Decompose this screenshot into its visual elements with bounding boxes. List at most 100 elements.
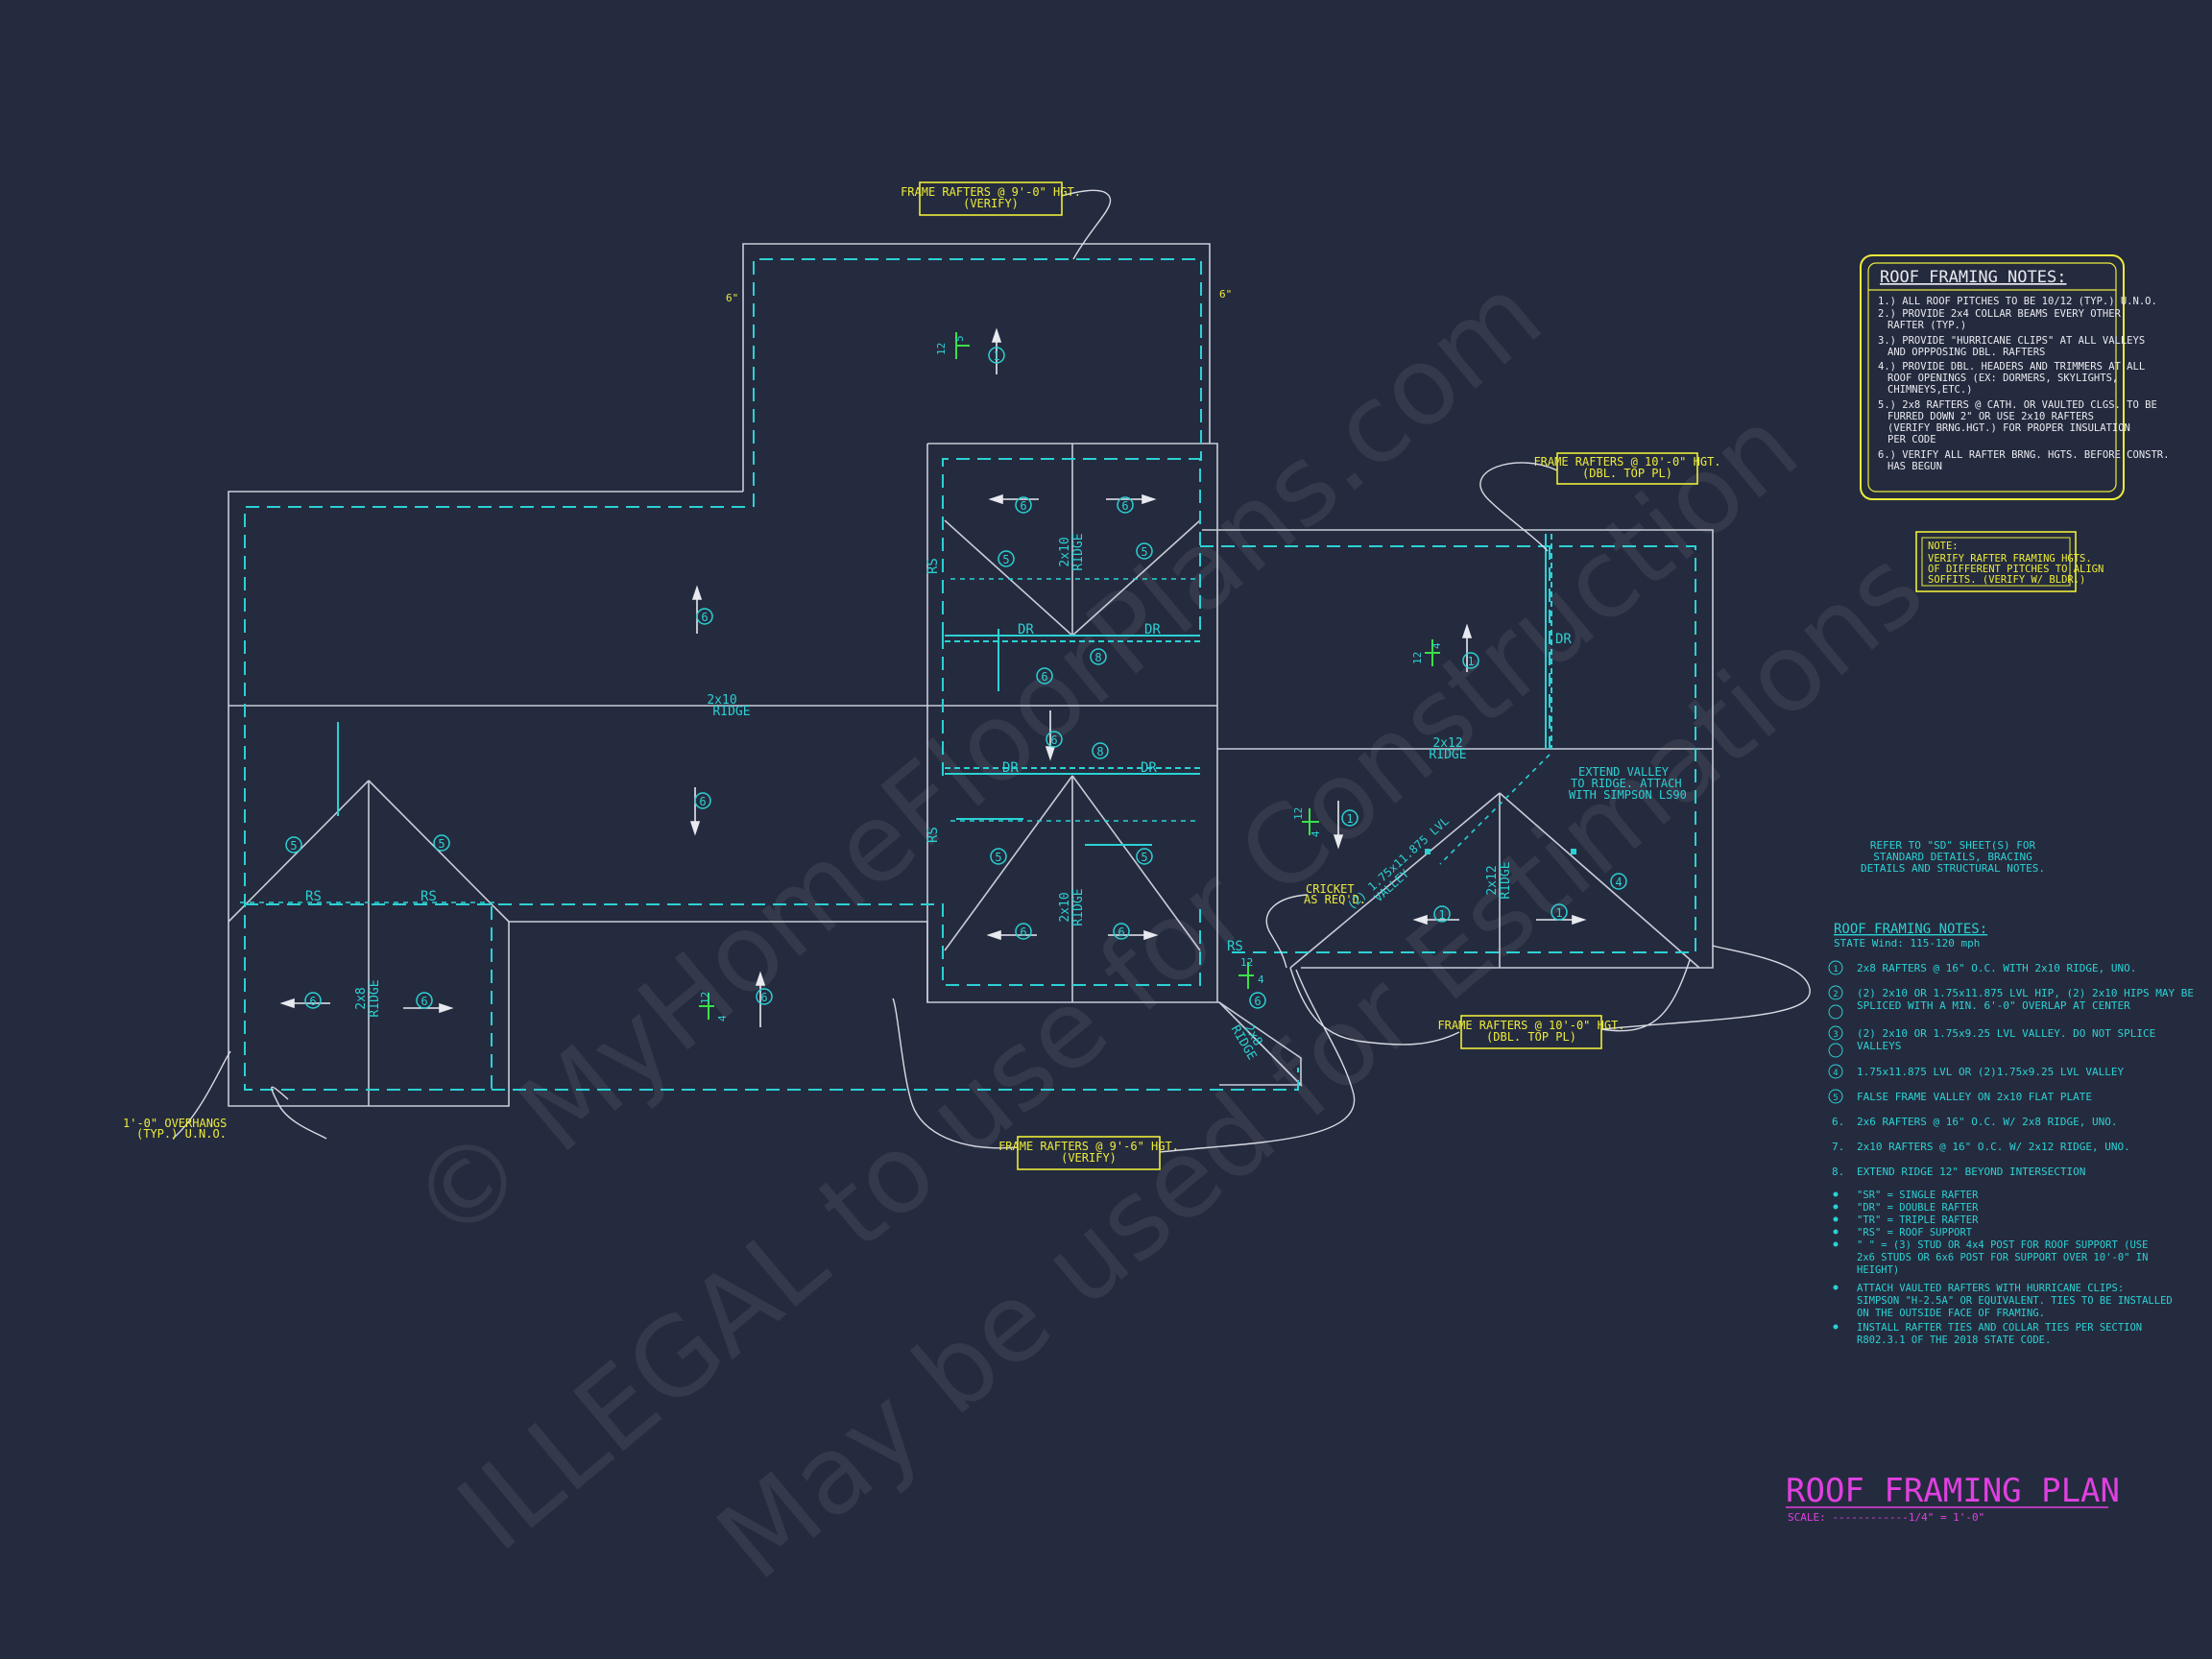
- callout-box-top: [919, 181, 1063, 216]
- pitch-symbol: 12 5: [935, 332, 970, 359]
- pitch-rise: 12: [1411, 652, 1424, 664]
- note-item: 1.) ALL ROOF PITCHES TO BE 10/12 (TYP.) …: [1878, 296, 2157, 307]
- wall-main: [244, 506, 745, 1091]
- notes-box-items: 1.) ALL ROOF PITCHES TO BE 10/12 (TYP.) …: [1878, 296, 2169, 472]
- leader-bottom-left: [892, 998, 1019, 1149]
- legend-bullet: " " = (3) STUD OR 4x4 POST FOR ROOF SUPP…: [1857, 1239, 2148, 1251]
- extend-valley-note: WITH SIMPSON LS90: [1569, 788, 1687, 802]
- notes-box-title: ROOF FRAMING NOTES:: [1880, 268, 2066, 287]
- cricket-note: CRICKET: [1306, 882, 1355, 896]
- callout-bottom-right-line1: FRAME RAFTERS @ 10'-0" HGT.: [1437, 1019, 1624, 1032]
- marker-5: 5: [1141, 545, 1147, 559]
- legend-mark: 1: [1833, 965, 1838, 974]
- rs-label: RS: [1227, 939, 1243, 954]
- pitch-symbol: 12 4: [1411, 639, 1443, 666]
- legend-item: (2) 2x10 OR 1.75x11.875 LVL HIP, (2) 2x1…: [1857, 987, 2194, 999]
- leader-cricket: [1265, 894, 1309, 969]
- note-item: 6.) VERIFY ALL RAFTER BRNG. HGTS. BEFORE…: [1878, 449, 2169, 461]
- dr-label: DR: [1141, 760, 1157, 776]
- legend-bullet: ON THE OUTSIDE FACE OF FRAMING.: [1857, 1308, 2045, 1319]
- note-small-line: SOFFITS. (VERIFY W/ BLDR.): [1928, 574, 2085, 586]
- marker-8: 8: [1096, 745, 1103, 758]
- wall-main-bottom: [245, 903, 1201, 986]
- pitch-run: 4: [1258, 974, 1264, 986]
- marker-6: 6: [699, 795, 706, 808]
- drawing-title: ROOF FRAMING PLAN: [1786, 1472, 2120, 1510]
- legend-item: 2x6 RAFTERS @ 16" O.C. W/ 2x8 RIDGE, UNO…: [1857, 1116, 2118, 1128]
- note-item: 4.) PROVIDE DBL. HEADERS AND TRIMMERS AT…: [1878, 361, 2145, 373]
- legend-item: (2) 2x10 OR 1.75x9.25 LVL VALLEY. DO NOT…: [1857, 1027, 2155, 1040]
- note-item: AND OPPPOSING DBL. RAFTERS: [1887, 347, 2045, 358]
- leader-top: [1061, 189, 1112, 260]
- marker-8: 8: [1094, 651, 1101, 664]
- legend-bullets: "SR" = SINGLE RAFTER "DR" = DOUBLE RAFTE…: [1833, 1190, 2173, 1346]
- legend-bullet: "SR" = SINGLE RAFTER: [1857, 1190, 1979, 1201]
- refer-note: REFER TO "SD" SHEET(S) FOR STANDARD DETA…: [1861, 839, 2045, 875]
- ridge-center2-label: RIDGE: [1071, 888, 1086, 926]
- legend-item: SPLICED WITH A MIN. 6'-0" OVERLAP AT CEN…: [1857, 999, 2130, 1012]
- outline-center-box: [927, 443, 1218, 1002]
- dr-label: DR: [1018, 622, 1034, 637]
- drawing-scale: SCALE: ------------1/4" = 1'-0": [1788, 1511, 1984, 1524]
- legend-item: 1.75x11.875 LVL OR (2)1.75x9.25 LVL VALL…: [1857, 1066, 2125, 1078]
- legend-item: VALLEYS: [1857, 1040, 1901, 1052]
- ridge-right-v-label: RIDGE: [1499, 861, 1513, 899]
- callout-bottom-right-line2: (DBL. TOP PL): [1486, 1030, 1576, 1044]
- ridge-center2-size: 2x10: [1058, 892, 1072, 922]
- legend-mark: 5: [1833, 1094, 1838, 1103]
- pitch-rise: 12: [1240, 956, 1253, 969]
- ridge-main-label: RIDGE: [712, 705, 750, 719]
- pitch-rise: 12: [1292, 807, 1305, 820]
- legend-bullet: "DR" = DOUBLE RAFTER: [1857, 1202, 1979, 1214]
- legend-bullet: 2x6 STUDS OR 6x6 POST FOR SUPPORT OVER 1…: [1857, 1252, 2148, 1263]
- note-small-title: NOTE:: [1928, 541, 1959, 552]
- marker-5: 5: [1141, 851, 1147, 864]
- note-item: PER CODE: [1887, 434, 1936, 445]
- outline-corner: [1218, 1001, 1303, 1086]
- legend-item: FALSE FRAME VALLEY ON 2x10 FLAT PLATE: [1857, 1091, 2092, 1103]
- refer-note-line: REFER TO "SD" SHEET(S) FOR: [1870, 839, 2036, 852]
- marker-5: 5: [995, 851, 1001, 864]
- frame-callouts: FRAME RAFTERS @ 9'-0" HGT. (VERIFY) FRAM…: [901, 181, 1721, 1170]
- watermark-line-3: May be used for Estimations: [695, 526, 1946, 1604]
- marker-6: 6: [1121, 499, 1128, 513]
- note-small: NOTE: VERIFY RAFTER FRAMING HGTS. OF DIF…: [1915, 531, 2104, 592]
- pitch-symbol: 12 4: [1292, 807, 1322, 837]
- wall-bottom: [492, 1068, 1299, 1091]
- note-small-line: OF DIFFERENT PITCHES TO ALIGN: [1928, 564, 2104, 575]
- marker-5: 5: [438, 837, 445, 851]
- notes-box-outer: [1860, 254, 2125, 500]
- hip-line: [944, 519, 1073, 637]
- rs-label: RS: [926, 558, 941, 574]
- note-item: HAS BEGUN: [1887, 461, 1942, 472]
- pitch-rise: 12: [699, 992, 711, 1004]
- marker-6: 6: [309, 995, 316, 1008]
- note-item: ROOF OPENINGS (EX: DORMERS, SKYLIGHTS,: [1887, 373, 2118, 384]
- callout-box-bottom-right: [1460, 1015, 1602, 1049]
- marker-6: 6: [1254, 995, 1261, 1008]
- marker-5: 5: [1002, 553, 1009, 566]
- note-item: FURRED DOWN 2" OR USE 2x10 RAFTERS: [1887, 411, 2094, 422]
- legend-bullet: ATTACH VAULTED RAFTERS WITH HURRICANE CL…: [1857, 1283, 2124, 1294]
- legend-items: 1 2x8 RAFTERS @ 16" O.C. WITH 2x10 RIDGE…: [1828, 960, 2194, 1178]
- callout-box-right: [1556, 452, 1698, 485]
- legend-bullet: SIMPSON "H-2.5A" OR EQUIVALENT. TIES TO …: [1857, 1295, 2173, 1307]
- leader-bottom-wall: [1289, 967, 1460, 1046]
- callout-bottom-line1: FRAME RAFTERS @ 9'-6" HGT.: [998, 1140, 1179, 1153]
- pitch-symbol: 12 4: [699, 992, 729, 1022]
- overhang-note: (TYP.) U.N.O.: [136, 1127, 227, 1141]
- outline-top-wing: [742, 243, 1211, 492]
- callout-right-line2: (DBL. TOP PL): [1582, 467, 1672, 480]
- hip-line: [1071, 775, 1201, 951]
- rs-label: RS: [421, 889, 437, 904]
- legend-item: EXTEND RIDGE 12" BEYOND INTERSECTION: [1857, 1166, 2085, 1178]
- legend-mark: 7.: [1832, 1141, 1844, 1153]
- note-item: 3.) PROVIDE "HURRICANE CLIPS" AT ALL VAL…: [1878, 335, 2145, 347]
- note-item: 2.) PROVIDE 2x4 COLLAR BEAMS EVERY OTHER: [1878, 308, 2122, 320]
- refer-note-line: STANDARD DETAILS, BRACING: [1873, 851, 2032, 863]
- title-block: ROOF FRAMING PLAN SCALE: ------------1/4…: [1786, 1472, 2120, 1524]
- leader-bottom: [1159, 969, 1356, 1153]
- note-small-line: VERIFY RAFTER FRAMING HGTS.: [1928, 553, 2092, 565]
- legend: ROOF FRAMING NOTES: STATE Wind: 115-120 …: [1828, 922, 2194, 1346]
